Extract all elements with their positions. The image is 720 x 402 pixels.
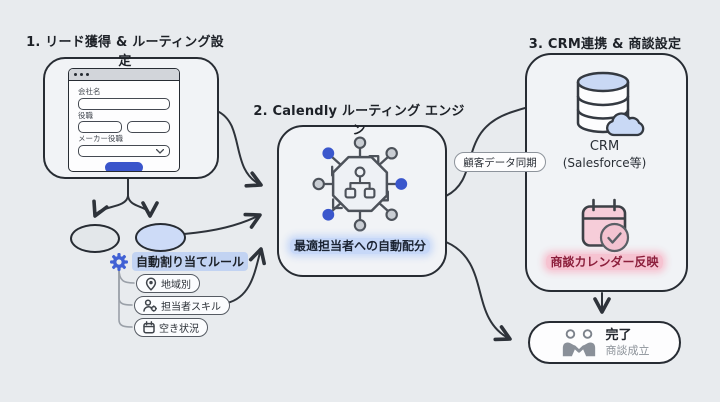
routing-branch-a bbox=[70, 224, 120, 253]
rule-item-skill: 担当者スキル bbox=[134, 296, 230, 315]
window-dot-icon bbox=[80, 73, 83, 76]
auto-assignment-rules-header: 自動割り当てルール bbox=[110, 252, 249, 271]
done-title: 完了 bbox=[605, 328, 632, 344]
rule-item-label: 担当者スキル bbox=[161, 302, 221, 313]
engine-caption: 最適担当者への自動配分 bbox=[277, 235, 443, 254]
chevron-down-icon bbox=[156, 148, 164, 154]
routing-branch-b bbox=[135, 223, 186, 252]
crm-section-title: 3. CRM連携 & 商談設定 bbox=[528, 37, 682, 52]
crm-label: CRM bbox=[589, 139, 620, 154]
map-pin-icon bbox=[145, 276, 157, 291]
check-circle-icon bbox=[599, 222, 630, 253]
rule-item-availability: 空き状況 bbox=[134, 318, 208, 337]
role-label: 役職 bbox=[78, 110, 93, 120]
rules-header-label: 自動割り当てルール bbox=[132, 252, 249, 271]
engine-section-title: 2. Calendly ルーティング エンジン bbox=[253, 104, 465, 138]
window-dot-icon bbox=[74, 73, 77, 76]
person-skill-icon bbox=[143, 299, 157, 312]
browser-window: 会社名 役職 メーカー役職 bbox=[68, 68, 180, 172]
data-sync-label: 顧客データ同期 bbox=[454, 152, 546, 172]
handshake-icon bbox=[562, 328, 595, 356]
lead-section-title: 1. リード獲得 & ルーティング設定 bbox=[26, 35, 224, 69]
routing-hub-icon bbox=[312, 136, 408, 232]
maker-role-select[interactable] bbox=[78, 144, 170, 157]
rule-item-label: 空き状況 bbox=[159, 324, 199, 335]
gear-icon bbox=[110, 252, 128, 271]
engine-caption-label: 最適担当者への自動配分 bbox=[289, 238, 430, 254]
completion-box: 完了 商談成立 bbox=[528, 321, 681, 364]
role-input-left[interactable] bbox=[78, 121, 122, 133]
company-name-label: 会社名 bbox=[78, 87, 101, 96]
crm-sublabel: (Salesforce等) bbox=[562, 156, 647, 170]
role-input-right[interactable] bbox=[126, 121, 170, 133]
calendar-small-icon bbox=[143, 321, 155, 334]
window-dot-icon bbox=[86, 73, 89, 76]
cloud-icon bbox=[606, 112, 645, 137]
calendar-caption-label: 商談カレンダー反映 bbox=[546, 254, 663, 270]
rule-item-label: 地域別 bbox=[161, 280, 191, 291]
done-subtitle: 商談成立 bbox=[605, 343, 650, 357]
calendar-caption: 商談カレンダー反映 bbox=[525, 251, 684, 270]
company-name-input[interactable] bbox=[78, 97, 170, 110]
browser-titlebar bbox=[69, 69, 179, 81]
submit-button[interactable] bbox=[105, 161, 143, 171]
rule-item-region: 地域別 bbox=[136, 274, 200, 293]
maker-role-label: メーカー役職 bbox=[78, 134, 123, 143]
lead-form: 会社名 役職 メーカー役職 bbox=[69, 81, 179, 171]
